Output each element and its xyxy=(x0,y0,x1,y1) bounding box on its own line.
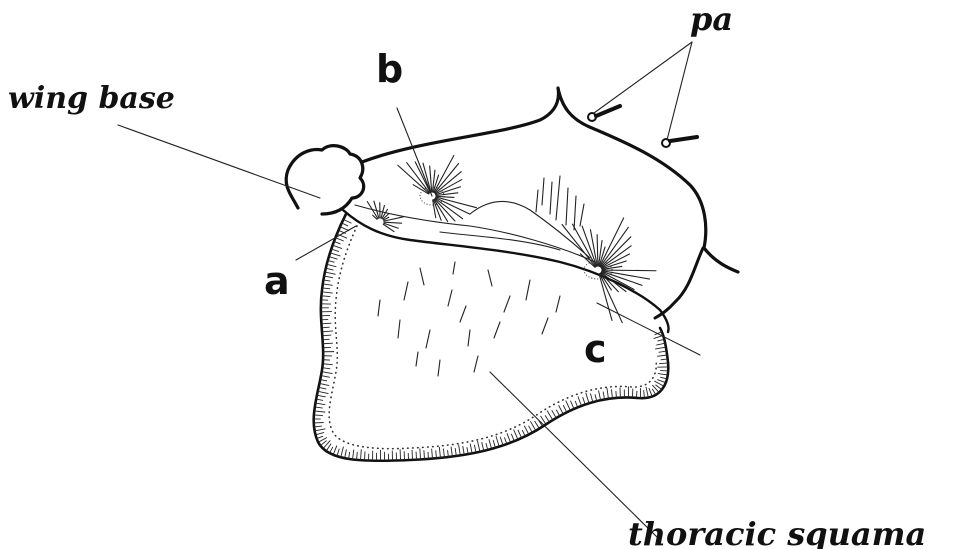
squama-inner-fold xyxy=(440,232,560,250)
squama-margin xyxy=(314,214,669,461)
thorax-right-lobe xyxy=(655,248,703,318)
squama-fringe xyxy=(314,219,669,460)
setae-cluster-b xyxy=(398,156,477,222)
label-wing-base: wing base xyxy=(8,81,175,116)
label-pa: pa xyxy=(690,0,733,38)
squama-setae xyxy=(378,262,560,376)
squama-upper-margin xyxy=(355,205,595,262)
squama-base-line xyxy=(343,210,669,332)
label-thoracic-squama: thoracic squama xyxy=(628,515,926,549)
label-a: a xyxy=(264,259,290,303)
pa-bristles xyxy=(588,106,697,147)
squama-dotted-margin xyxy=(329,226,656,449)
leader-lines xyxy=(118,42,700,540)
wing-base-blob xyxy=(286,146,364,214)
thorax-hairs xyxy=(536,176,584,230)
label-c: c xyxy=(584,327,607,371)
label-b: b xyxy=(376,47,403,91)
setae-cluster-c xyxy=(562,218,656,323)
setae-cluster-a xyxy=(367,201,403,231)
